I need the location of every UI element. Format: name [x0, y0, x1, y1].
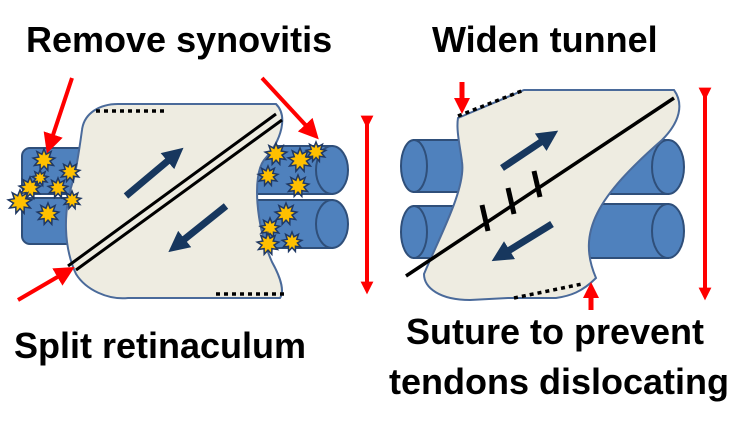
synovitis-burst: [304, 139, 328, 164]
synovitis-burst: [6, 187, 34, 216]
synovitis-burst: [46, 175, 70, 200]
pointer-arrow-synovitis-left: [43, 77, 74, 154]
synovitis-burst: [35, 200, 61, 227]
right-panel: [400, 82, 712, 310]
suture-marks: [479, 170, 543, 232]
label-remove-synovitis: Remove synovitis: [26, 19, 332, 60]
synovitis-burst: [61, 188, 83, 211]
tendon-end: [315, 145, 349, 195]
direction-arrow-up: [500, 130, 559, 171]
synovitis-burst: [255, 230, 281, 257]
suture-mark: [479, 204, 491, 232]
direction-arrow-up: [123, 147, 184, 199]
synovitis-burst: [31, 146, 57, 173]
left-panel: [6, 76, 374, 302]
label-suture-line2: tendons dislocating: [389, 361, 729, 402]
dotted-edge-bottom: [513, 282, 583, 300]
synovitis-burst: [58, 159, 82, 184]
synovitis-burst: [285, 172, 311, 199]
tendon-end: [651, 139, 685, 195]
label-split-retinaculum: Split retinaculum: [14, 325, 306, 366]
suture-mark: [531, 170, 543, 198]
split-line: [67, 112, 283, 272]
retinaculum-sheet-widened: [422, 89, 681, 302]
tendon-end: [315, 199, 349, 249]
synovitis-burst: [258, 215, 282, 240]
tendon-end: [651, 203, 685, 259]
label-widen-tunnel: Widen tunnel: [432, 19, 658, 60]
direction-arrow-down: [168, 203, 229, 253]
synovitis-burst: [256, 163, 280, 188]
synovitis-burst: [286, 145, 314, 174]
synovitis-burst: [30, 167, 50, 188]
tendon-end: [400, 205, 428, 259]
direction-arrow-down: [491, 221, 554, 262]
synovitis-burst: [280, 229, 304, 254]
label-suture-line1: Suture to prevent: [406, 311, 704, 352]
tendon-end: [400, 139, 428, 193]
synovitis-bursts: [6, 139, 328, 257]
synovitis-burst: [273, 200, 299, 227]
synovitis-burst: [263, 140, 289, 167]
pointer-arrow-split: [16, 266, 75, 302]
pointer-arrow-synovitis-right: [260, 76, 319, 140]
suture-mark: [505, 187, 517, 215]
